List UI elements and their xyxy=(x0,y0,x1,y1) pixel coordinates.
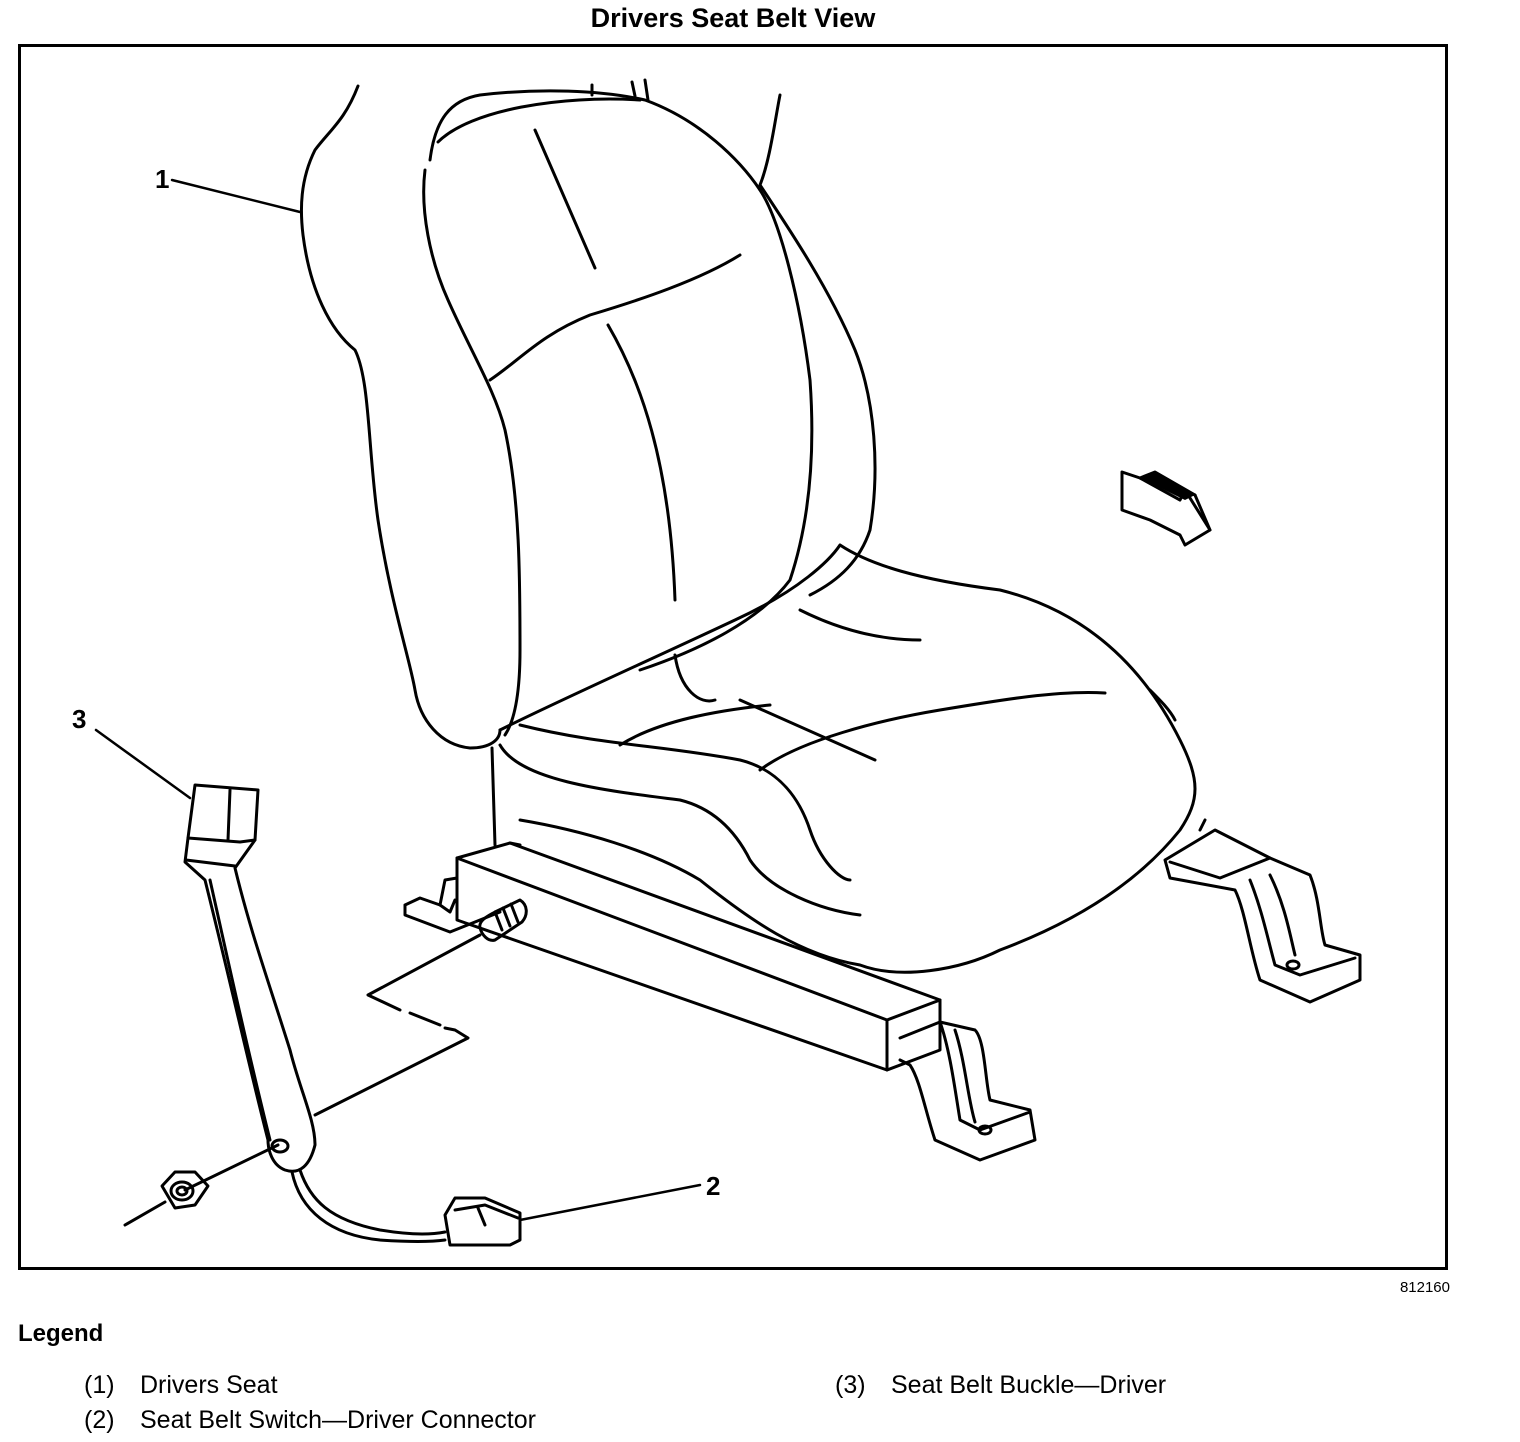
legend-item-1: (1) Drivers Seat xyxy=(84,1371,278,1400)
callout-2-leader xyxy=(518,1183,702,1222)
callout-1: 1 xyxy=(155,164,169,194)
seat-cushion-outline xyxy=(498,543,1197,974)
diagram-title: Drivers Seat Belt View xyxy=(590,3,876,33)
buckle-strap xyxy=(183,783,317,1173)
nut xyxy=(160,1170,210,1210)
mounting-stud xyxy=(478,898,528,942)
forward-arrow xyxy=(1120,470,1212,547)
callout-3: 3 xyxy=(72,704,86,734)
front-right-bracket xyxy=(898,1020,1037,1162)
seat-rail-box xyxy=(455,841,942,1022)
switch-wire xyxy=(298,1168,447,1236)
seat-back-outline xyxy=(299,84,502,750)
legend-item-number: (1) xyxy=(84,1371,115,1399)
seat-back-top xyxy=(428,89,762,192)
legend-item-number: (3) xyxy=(835,1371,866,1399)
figure-id: 812160 xyxy=(1399,1279,1450,1296)
legend-item-label: Seat Belt Switch—Driver Connector xyxy=(140,1406,536,1434)
legend-item-number: (2) xyxy=(84,1406,115,1434)
legend-item-3: (3) Seat Belt Buckle—Driver xyxy=(835,1371,1166,1400)
diagram-frame xyxy=(18,44,1448,1270)
legend-item-2: (2) Seat Belt Switch—Driver Connector xyxy=(84,1406,536,1435)
callout-2: 2 xyxy=(706,1171,720,1201)
callout-3-leader xyxy=(94,728,192,800)
switch-connector xyxy=(443,1196,522,1247)
install-line xyxy=(366,933,482,1012)
legend-heading: Legend xyxy=(18,1320,104,1347)
rear-bracket xyxy=(1163,828,1362,1004)
legend-item-label: Drivers Seat xyxy=(140,1371,278,1399)
legend-item-label: Seat Belt Buckle—Driver xyxy=(891,1371,1167,1399)
callout-1-leader xyxy=(170,178,302,214)
